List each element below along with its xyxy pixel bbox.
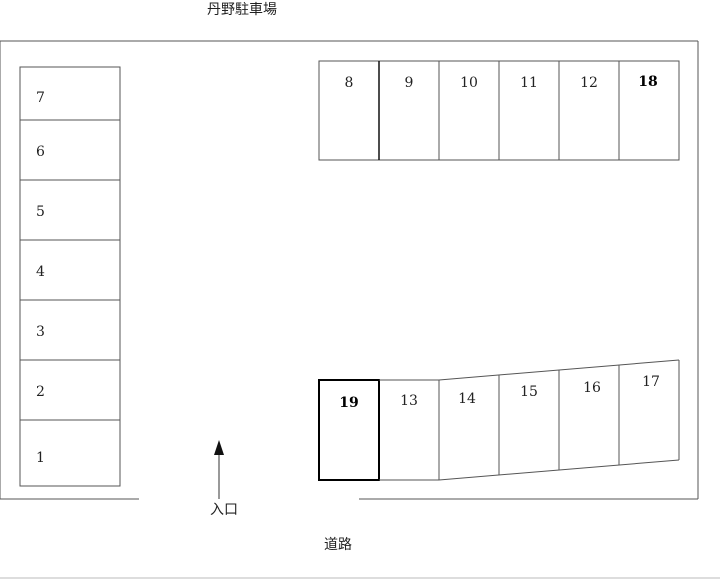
entrance-arrow-icon [214, 440, 224, 499]
space-19-label: 19 [339, 395, 358, 411]
space-7-label: 7 [36, 90, 45, 106]
space-18-label: 18 [638, 74, 657, 90]
space-11-label: 11 [520, 75, 538, 91]
space-9-label: 9 [405, 75, 414, 91]
lot-boundary [0, 40, 699, 500]
parking-lot-title: 丹野駐車場 [207, 1, 277, 18]
entrance-label: 入口 [210, 502, 238, 518]
space-8-label: 8 [345, 75, 354, 91]
bottom-space-block [379, 359, 680, 481]
space-6-label: 6 [36, 144, 45, 160]
left-space-block [19, 66, 121, 487]
space-14-label: 14 [458, 391, 476, 407]
space-16-label: 16 [583, 380, 601, 396]
space-5-label: 5 [36, 204, 45, 220]
space-3-label: 3 [36, 324, 45, 340]
space-2-label: 2 [36, 384, 45, 400]
space-19-box [318, 379, 380, 481]
space-10-label: 10 [460, 75, 478, 91]
space-17-label: 17 [642, 374, 660, 390]
space-4-label: 4 [36, 264, 45, 280]
space-13-label: 13 [400, 393, 418, 409]
space-15-label: 15 [520, 384, 538, 400]
road-label: 道路 [324, 537, 352, 553]
top-space-block [318, 60, 680, 161]
space-1-label: 1 [36, 450, 45, 466]
space-12-label: 12 [580, 75, 598, 91]
